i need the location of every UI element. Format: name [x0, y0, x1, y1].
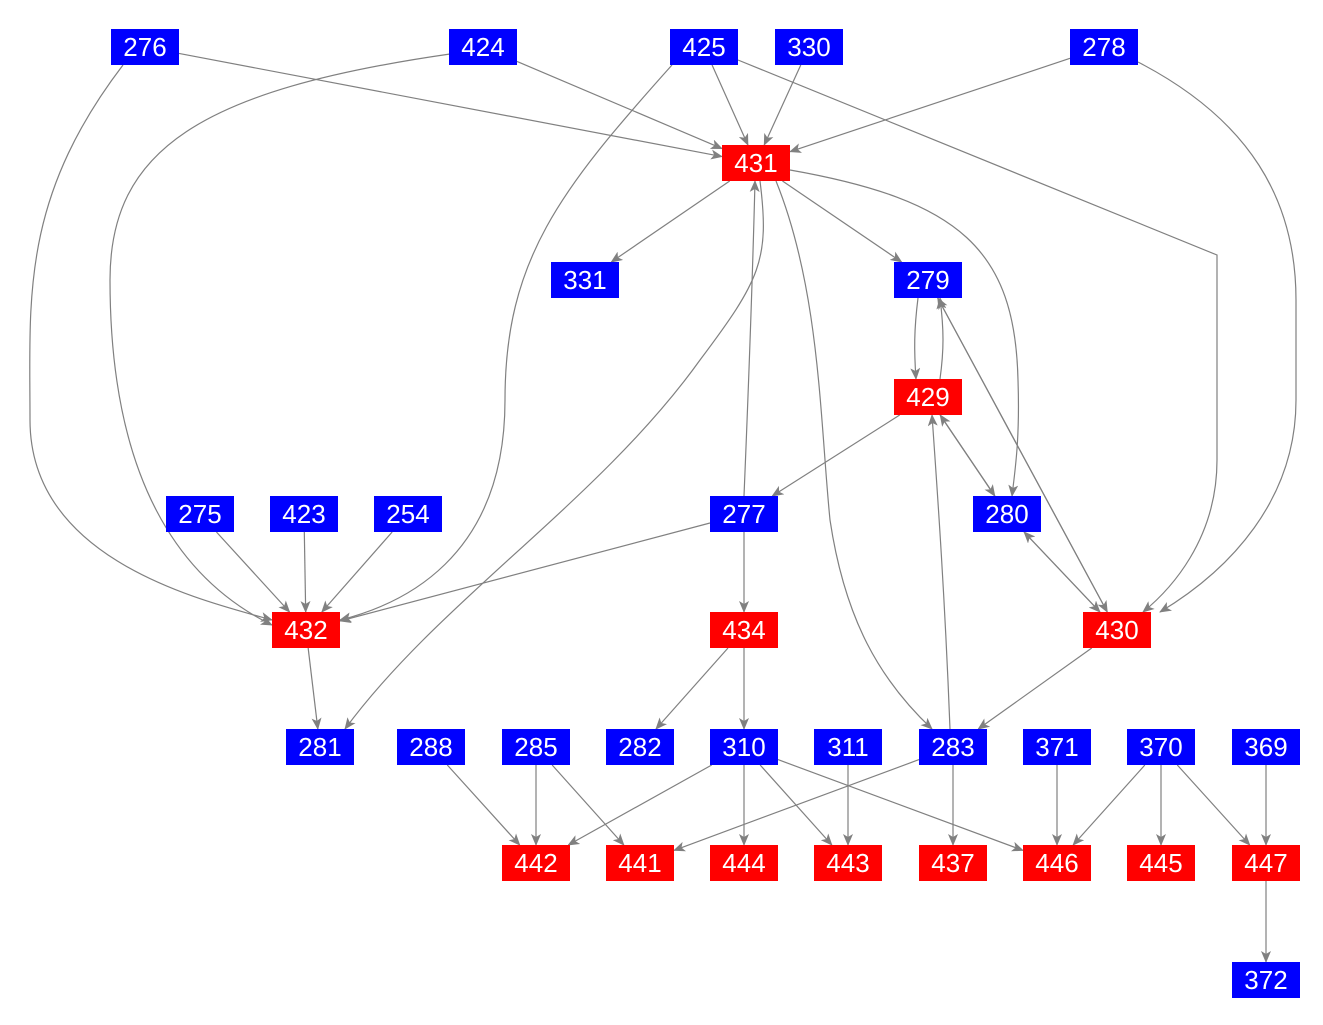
edge-430-to-279	[937, 297, 1108, 613]
node-434: 434	[710, 612, 778, 648]
edge-288-to-442	[446, 764, 521, 846]
node-432: 432	[272, 612, 340, 648]
edge-431-to-283	[775, 180, 933, 730]
edge-370-to-446	[1072, 764, 1146, 846]
edge-277-to-431	[743, 180, 760, 497]
node-277: 277	[710, 496, 778, 532]
edge-431-to-331	[610, 180, 731, 263]
edge-310-to-446	[777, 759, 1024, 852]
edge-431-to-281	[344, 180, 764, 730]
edge-278-to-431	[789, 57, 1071, 153]
edge-430-to-280	[1023, 531, 1101, 613]
node-281: 281	[286, 729, 354, 765]
node-278: 278	[1070, 29, 1138, 65]
edge-278-to-430	[1137, 61, 1297, 613]
node-425: 425	[670, 29, 738, 65]
edge-429-to-277	[771, 414, 901, 497]
node-446: 446	[1023, 845, 1091, 881]
edge-283-to-429	[927, 414, 951, 730]
node-283: 283	[919, 729, 987, 765]
node-372: 372	[1232, 962, 1300, 998]
edge-434-to-282	[655, 647, 729, 730]
edge-425-to-430	[737, 59, 1218, 613]
node-445: 445	[1127, 845, 1195, 881]
node-444: 444	[710, 845, 778, 881]
edge-279-to-429	[910, 297, 921, 380]
edge-425-to-432	[339, 64, 673, 623]
node-437: 437	[919, 845, 987, 881]
node-254: 254	[374, 496, 442, 532]
edge-277-to-432	[339, 522, 711, 624]
node-442: 442	[502, 845, 570, 881]
node-285: 285	[502, 729, 570, 765]
edge-310-to-442	[567, 764, 713, 846]
edge-285-to-441	[551, 764, 625, 846]
edge-310-to-443	[759, 764, 833, 846]
node-280: 280	[973, 496, 1041, 532]
edge-275-to-432	[216, 531, 291, 613]
edge-370-to-447	[1176, 764, 1251, 846]
edge-430-to-283	[977, 647, 1093, 730]
edge-276-to-432	[29, 64, 273, 622]
edge-425-to-431	[711, 64, 749, 146]
edge-432-to-281	[307, 647, 322, 730]
edge-330-to-431	[763, 64, 802, 146]
edge-429-to-279	[936, 297, 947, 380]
node-431: 431	[722, 145, 790, 181]
node-429: 429	[894, 379, 962, 415]
node-443: 443	[814, 845, 882, 881]
edge-431-to-280	[789, 169, 1020, 497]
node-430: 430	[1083, 612, 1151, 648]
edge-276-to-431	[178, 52, 723, 160]
node-447: 447	[1232, 845, 1300, 881]
edge-424-to-432	[109, 53, 451, 626]
node-331: 331	[551, 262, 619, 298]
node-276: 276	[111, 29, 179, 65]
node-275: 275	[166, 496, 234, 532]
edge-423-to-432	[300, 531, 311, 613]
node-369: 369	[1232, 729, 1300, 765]
node-311: 311	[814, 729, 882, 765]
node-310: 310	[710, 729, 778, 765]
node-371: 371	[1023, 729, 1091, 765]
edge-431-to-279	[782, 180, 903, 263]
node-330: 330	[775, 29, 843, 65]
node-423: 423	[270, 496, 338, 532]
edge-280-to-429	[939, 414, 996, 497]
edge-254-to-432	[321, 531, 393, 613]
node-288: 288	[397, 729, 465, 765]
edge-424-to-431	[516, 60, 723, 150]
node-282: 282	[606, 729, 674, 765]
node-441: 441	[606, 845, 674, 881]
node-279: 279	[894, 262, 962, 298]
node-370: 370	[1127, 729, 1195, 765]
node-424: 424	[449, 29, 517, 65]
